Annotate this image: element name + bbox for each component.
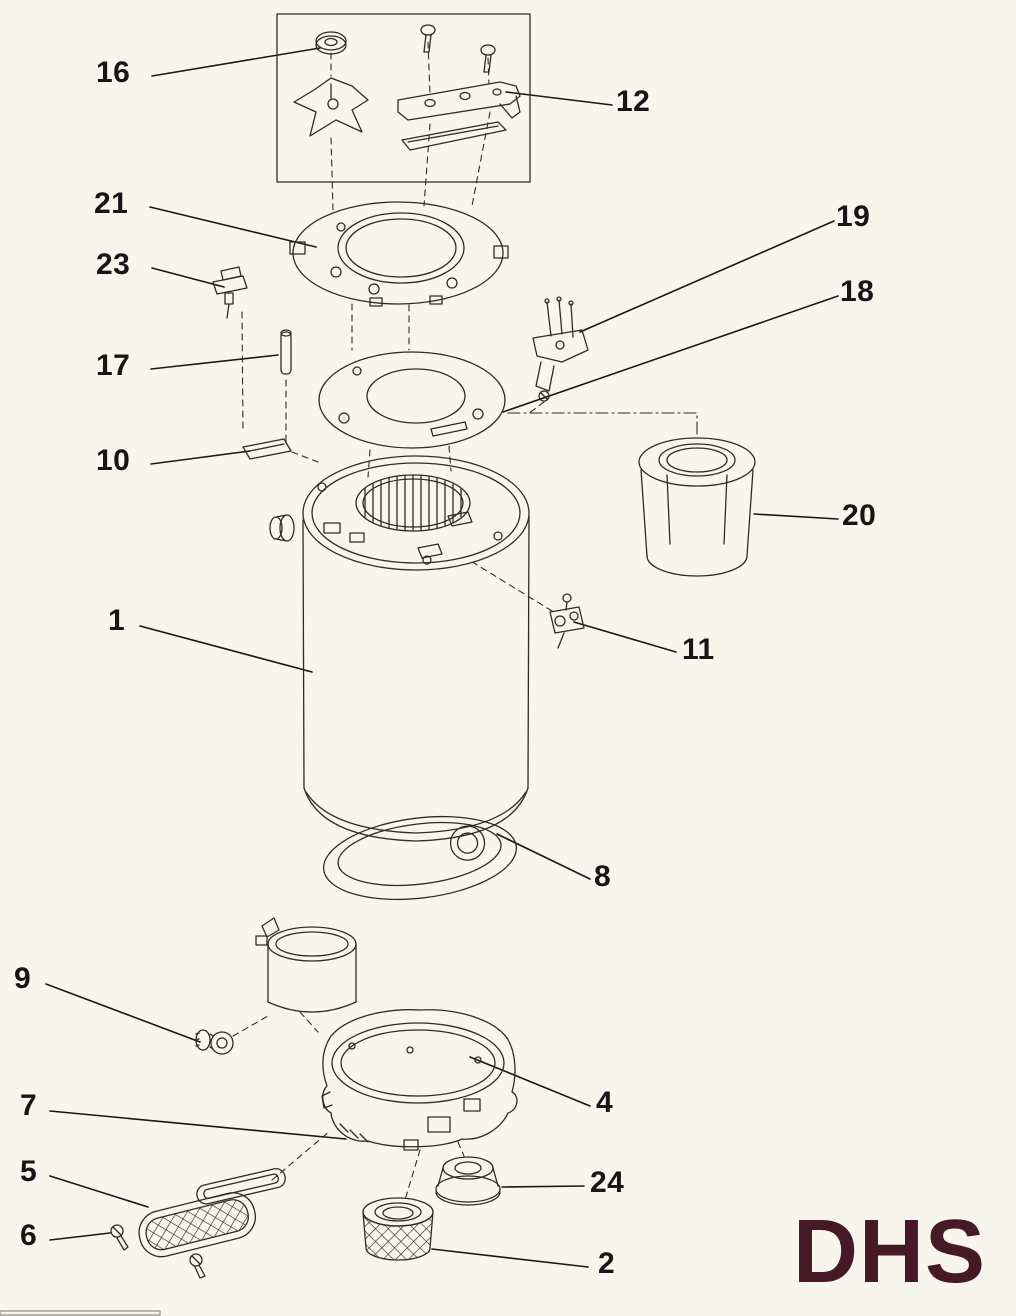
part-label-19: 19	[836, 200, 871, 233]
part-4-base-housing	[321, 1009, 518, 1151]
part-label-12: 12	[616, 85, 651, 118]
part-10-bracket	[242, 438, 319, 463]
detail-box	[276, 13, 531, 183]
part-12-screws	[420, 24, 496, 73]
part-1-tank	[269, 455, 530, 842]
part-2-drain-fitting	[362, 1197, 434, 1261]
part-16-nut	[315, 31, 347, 55]
part-label-4: 4	[596, 1086, 614, 1119]
part-17-electrode	[280, 329, 292, 375]
part-9-sensor	[195, 1029, 234, 1055]
part-label-7: 7	[20, 1089, 38, 1122]
condensate-cylinder	[255, 917, 357, 1013]
part-21-collar	[289, 201, 509, 307]
part-12-bracket	[397, 81, 521, 151]
part-16-fan-bracket	[293, 77, 369, 137]
part-label-8: 8	[594, 860, 612, 893]
part-18-gasket	[318, 351, 506, 449]
part-label-20: 20	[842, 499, 877, 532]
part-label-16: 16	[96, 56, 131, 89]
part-11-valve	[549, 593, 585, 649]
part-6-screws	[110, 1224, 206, 1279]
part-23-sensor	[212, 266, 248, 319]
dhs-arrow-icon	[681, 1204, 785, 1294]
part-7-plate	[196, 1168, 286, 1205]
alignment-lines	[232, 41, 698, 1201]
leader-lines	[45, 47, 839, 1268]
part-label-23: 23	[96, 248, 131, 281]
part-label-1: 1	[108, 604, 126, 637]
part-label-24: 24	[590, 1166, 625, 1199]
part-20-flue-collar	[638, 437, 756, 577]
part-label-6: 6	[20, 1219, 38, 1252]
part-label-11: 11	[682, 633, 715, 666]
part-label-5: 5	[20, 1155, 38, 1188]
part-label-10: 10	[96, 444, 131, 477]
part-label-17: 17	[96, 349, 131, 382]
brand-logo-text: DHS	[793, 1202, 987, 1302]
part-label-21: 21	[94, 187, 129, 220]
part-label-9: 9	[14, 962, 32, 995]
part-label-18: 18	[840, 275, 875, 308]
part-24-grommet	[435, 1156, 501, 1206]
part-19-igniter	[532, 296, 589, 402]
scan-artifact	[0, 1310, 161, 1316]
part-5-grate	[138, 1192, 257, 1258]
part-label-2: 2	[598, 1247, 616, 1280]
part-8-base-ring	[322, 815, 518, 901]
